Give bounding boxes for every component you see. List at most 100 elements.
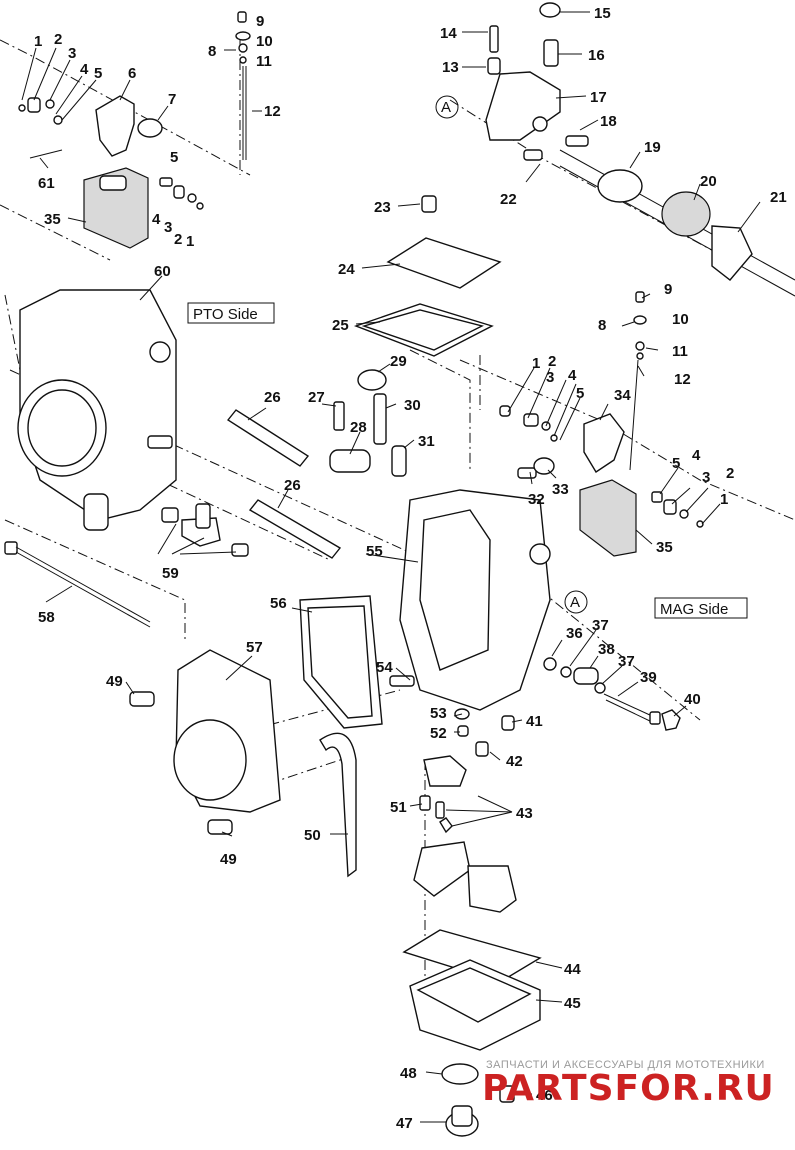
callout-19: 19 (644, 139, 661, 156)
callout-2c: 2 (726, 465, 734, 482)
watermark-brand: PARTSFOR.RU (482, 1068, 775, 1109)
callout-3b: 3 (546, 369, 554, 386)
callout-32: 32 (528, 491, 545, 508)
callout-61: 61 (38, 175, 55, 192)
callout-13: 13 (442, 59, 459, 76)
callout-12b: 12 (674, 371, 691, 388)
pto-carburetor-body (17, 289, 177, 531)
callout-58: 58 (38, 609, 55, 626)
mag-side-label: MAG Side (660, 601, 728, 618)
callout-46: 46 (536, 1087, 553, 1104)
callout-11b: 11 (672, 343, 688, 360)
callout-2b: 2 (548, 353, 556, 370)
callout-33: 33 (552, 481, 569, 498)
callout-1c: 1 (720, 491, 728, 508)
callout-22: 22 (500, 191, 517, 208)
callout-31: 31 (418, 433, 435, 450)
callout-29: 29 (390, 353, 407, 370)
callout-3: 3 (68, 45, 76, 62)
callout-28: 28 (350, 419, 367, 436)
needle-group-mid (329, 369, 407, 477)
callout-4d: 4 (152, 211, 161, 228)
callout-35b: 35 (44, 211, 61, 228)
callout-1d: 1 (186, 233, 194, 250)
pto-side-label: PTO Side (193, 306, 258, 323)
callout-49: 49 (106, 673, 123, 690)
pto-side-box (187, 302, 275, 324)
callout-54: 54 (376, 659, 393, 676)
side-labels: PTO Side MAG Side (187, 302, 748, 619)
mag-side-box (654, 597, 748, 619)
callout-17: 17 (590, 89, 607, 106)
choke-shaft-group (485, 2, 795, 297)
callout-7: 7 (168, 91, 176, 108)
callout-16: 16 (588, 47, 605, 64)
callout-8: 8 (208, 43, 216, 60)
callout-37b: 37 (618, 653, 635, 670)
callout-9: 9 (256, 13, 264, 30)
callout-8b: 8 (598, 317, 606, 334)
callout-5d: 5 (170, 149, 178, 166)
callout-23: 23 (374, 199, 391, 216)
watermark-tagline: ЗАПЧАСТИ И АКСЕССУАРЫ ДЛЯ МОТОТЕХНИКИ (486, 1059, 765, 1071)
callout-3d: 3 (164, 219, 172, 236)
leader-lines (21, 11, 761, 1123)
callout-9b: 9 (664, 281, 672, 298)
callout-4c: 4 (692, 447, 701, 464)
callout-26: 26 (264, 389, 281, 406)
callout-1: 1 (34, 33, 42, 50)
callout-numbers: 1 2 3 4 5 6 7 8 9 10 11 12 13 14 15 16 1… (34, 5, 787, 1132)
callout-12: 12 (264, 103, 281, 120)
callout-25: 25 (332, 317, 349, 334)
top-cover-group (353, 195, 502, 357)
callout-35: 35 (656, 539, 673, 556)
pilot-screw-group (543, 657, 681, 731)
callout-11: 11 (256, 53, 272, 70)
callout-42: 42 (506, 753, 523, 770)
ref-a-marker (564, 590, 588, 614)
callout-27: 27 (308, 389, 325, 406)
callout-2d: 2 (174, 231, 182, 248)
callout-1b: 1 (532, 355, 540, 372)
callout-37: 37 (592, 617, 609, 634)
callout-41: 41 (526, 713, 543, 730)
ref-a-label: A (441, 99, 451, 116)
callout-50: 50 (304, 827, 321, 844)
callout-40: 40 (684, 691, 701, 708)
callout-56: 56 (270, 595, 287, 612)
callout-60: 60 (154, 263, 171, 280)
callout-5b: 5 (576, 385, 584, 402)
callout-2: 2 (54, 31, 62, 48)
callout-34: 34 (614, 387, 631, 404)
callout-45: 45 (564, 995, 581, 1012)
callout-10b: 10 (672, 311, 689, 328)
mag-linkage-group (499, 291, 704, 557)
callout-48: 48 (400, 1065, 417, 1082)
mag-carburetor-body (389, 489, 551, 711)
callout-43: 43 (516, 805, 533, 822)
callout-18: 18 (600, 113, 617, 130)
callout-59: 59 (162, 565, 179, 582)
callout-15: 15 (594, 5, 611, 22)
callout-51: 51 (390, 799, 407, 816)
ref-a-marker (435, 95, 459, 119)
callout-49b: 49 (220, 851, 237, 868)
callout-55: 55 (366, 543, 383, 560)
callout-44: 44 (564, 961, 581, 978)
needle-group-top (235, 11, 251, 160)
callout-30: 30 (404, 397, 421, 414)
callout-47: 47 (396, 1115, 413, 1132)
callout-6: 6 (128, 65, 136, 82)
callout-5c: 5 (672, 455, 680, 472)
callout-36: 36 (566, 625, 583, 642)
long-bolt-58 (4, 541, 151, 628)
ref-a-label: A (570, 594, 580, 611)
reference-markers: A A (435, 95, 588, 614)
callout-26b: 26 (284, 477, 301, 494)
callout-10: 10 (256, 33, 273, 50)
callout-52: 52 (430, 725, 447, 742)
watermark: ЗАПЧАСТИ И АКСЕССУАРЫ ДЛЯ МОТОТЕХНИКИ PA… (482, 1059, 775, 1109)
lower-left-group (129, 595, 383, 878)
callout-5: 5 (94, 65, 102, 82)
